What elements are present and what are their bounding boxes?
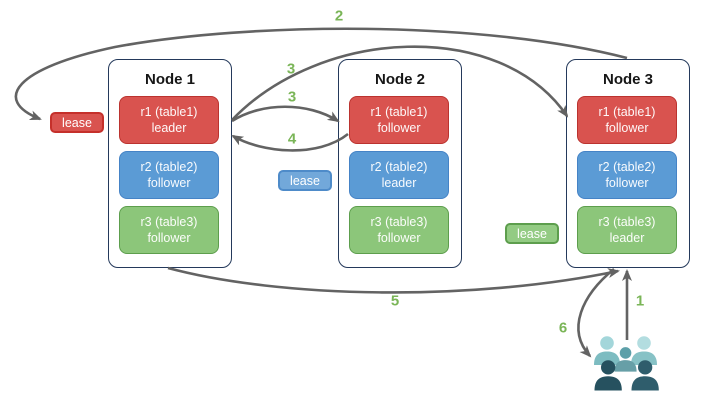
node3-replica-r2: r2 (table2) follower xyxy=(577,151,677,199)
replica-role: follower xyxy=(605,121,649,135)
step-label-6: 6 xyxy=(558,319,568,337)
node2-replica-r1: r1 (table1) follower xyxy=(349,96,449,144)
replica-role: leader xyxy=(609,231,645,245)
replica-role: follower xyxy=(147,231,191,245)
step-label-5: 5 xyxy=(390,292,400,310)
step-label-2: 2 xyxy=(334,7,344,25)
node3-replica-r1: r1 (table1) follower xyxy=(577,96,677,144)
node-1: Node 1 r1 (table1) leader r2 (table2) fo… xyxy=(108,59,232,268)
arrow-step-5 xyxy=(167,266,620,294)
user-front-right xyxy=(631,360,659,391)
lease-tag-table3: lease xyxy=(505,223,559,244)
users-group-icon xyxy=(594,336,659,391)
replica-role: follower xyxy=(377,121,421,135)
node1-replica-r3: r3 (table3) follower xyxy=(119,206,219,254)
node-3-title: Node 3 xyxy=(602,71,653,88)
user-front-left xyxy=(594,360,622,391)
user-middle xyxy=(614,347,637,372)
replica-name: r1 (table1) xyxy=(370,105,428,119)
replica-name: r1 (table1) xyxy=(598,105,656,119)
node2-replica-r2: r2 (table2) leader xyxy=(349,151,449,199)
replica-name: r2 (table2) xyxy=(370,160,428,174)
step-label-3b: 3 xyxy=(287,88,297,106)
replica-role: follower xyxy=(605,176,649,190)
lease-tag-table1: lease xyxy=(50,112,104,133)
replica-role: follower xyxy=(147,176,191,190)
node1-replica-r2: r2 (table2) follower xyxy=(119,151,219,199)
node2-replica-r3: r3 (table3) follower xyxy=(349,206,449,254)
replica-name: r2 (table2) xyxy=(598,160,656,174)
user-back-left xyxy=(594,336,620,365)
user-back-right xyxy=(631,336,657,365)
step-label-3a: 3 xyxy=(286,60,296,78)
node-2: Node 2 r1 (table1) follower r2 (table2) … xyxy=(338,59,462,268)
replica-name: r3 (table3) xyxy=(598,215,656,229)
step-label-4: 4 xyxy=(287,130,297,148)
node3-replica-r3: r3 (table3) leader xyxy=(577,206,677,254)
replica-role: leader xyxy=(381,176,417,190)
node-1-title: Node 1 xyxy=(144,71,195,88)
arrow-step-6 xyxy=(577,267,615,358)
replica-role: follower xyxy=(377,231,421,245)
node1-replica-r1: r1 (table1) leader xyxy=(119,96,219,144)
node-3: Node 3 r1 (table1) follower r2 (table2) … xyxy=(566,59,690,268)
step-label-1: 1 xyxy=(635,292,645,310)
replica-role: leader xyxy=(151,121,187,135)
replica-name: r3 (table3) xyxy=(140,215,198,229)
arrow-step-3-to-node2 xyxy=(231,105,340,123)
lease-tag-table2: lease xyxy=(278,170,332,191)
replica-name: r2 (table2) xyxy=(140,160,198,174)
replica-name: r1 (table1) xyxy=(140,105,198,119)
replica-name: r3 (table3) xyxy=(370,215,428,229)
node-2-title: Node 2 xyxy=(374,71,425,88)
